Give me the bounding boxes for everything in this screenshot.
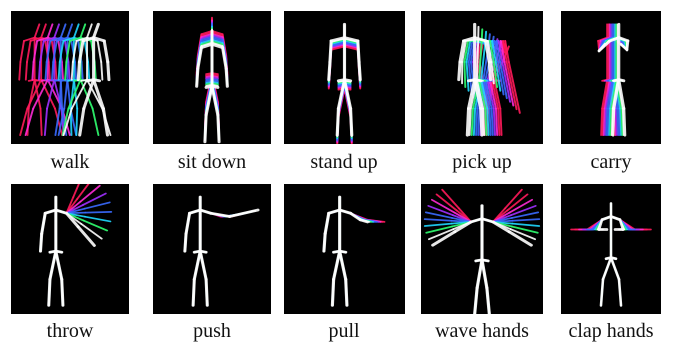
panel-sit-down — [153, 11, 271, 144]
skeleton-trail-walk — [11, 11, 129, 144]
caption-throw: throw — [5, 320, 135, 342]
caption-pick-up: pick up — [417, 151, 547, 173]
panel-push — [153, 184, 271, 314]
caption-stand-up: stand up — [279, 151, 409, 173]
skeleton-trail-throw — [11, 184, 129, 314]
panel-clap-hands — [561, 184, 661, 314]
skeleton-trail-wave-hands — [421, 184, 543, 314]
skeleton-trail-sit-down — [153, 11, 271, 144]
skeleton-trail-pick-up — [421, 11, 543, 144]
caption-carry: carry — [546, 151, 673, 173]
panel-stand-up — [284, 11, 405, 144]
caption-pull: pull — [279, 320, 409, 342]
caption-push: push — [147, 320, 277, 342]
panel-throw — [11, 184, 129, 314]
panel-pick-up — [421, 11, 543, 144]
skeleton-trail-push — [153, 184, 271, 314]
panel-carry — [561, 11, 661, 144]
caption-wave-hands: wave hands — [417, 320, 547, 342]
skeleton-trail-stand-up — [284, 11, 405, 144]
skeleton-trail-pull — [284, 184, 405, 314]
panel-walk — [11, 11, 129, 144]
caption-sit-down: sit down — [147, 151, 277, 173]
panel-wave-hands — [421, 184, 543, 314]
caption-clap-hands: clap hands — [546, 320, 673, 342]
caption-walk: walk — [5, 151, 135, 173]
skeleton-trail-clap-hands — [561, 184, 661, 314]
skeleton-trail-carry — [561, 11, 661, 144]
panel-pull — [284, 184, 405, 314]
